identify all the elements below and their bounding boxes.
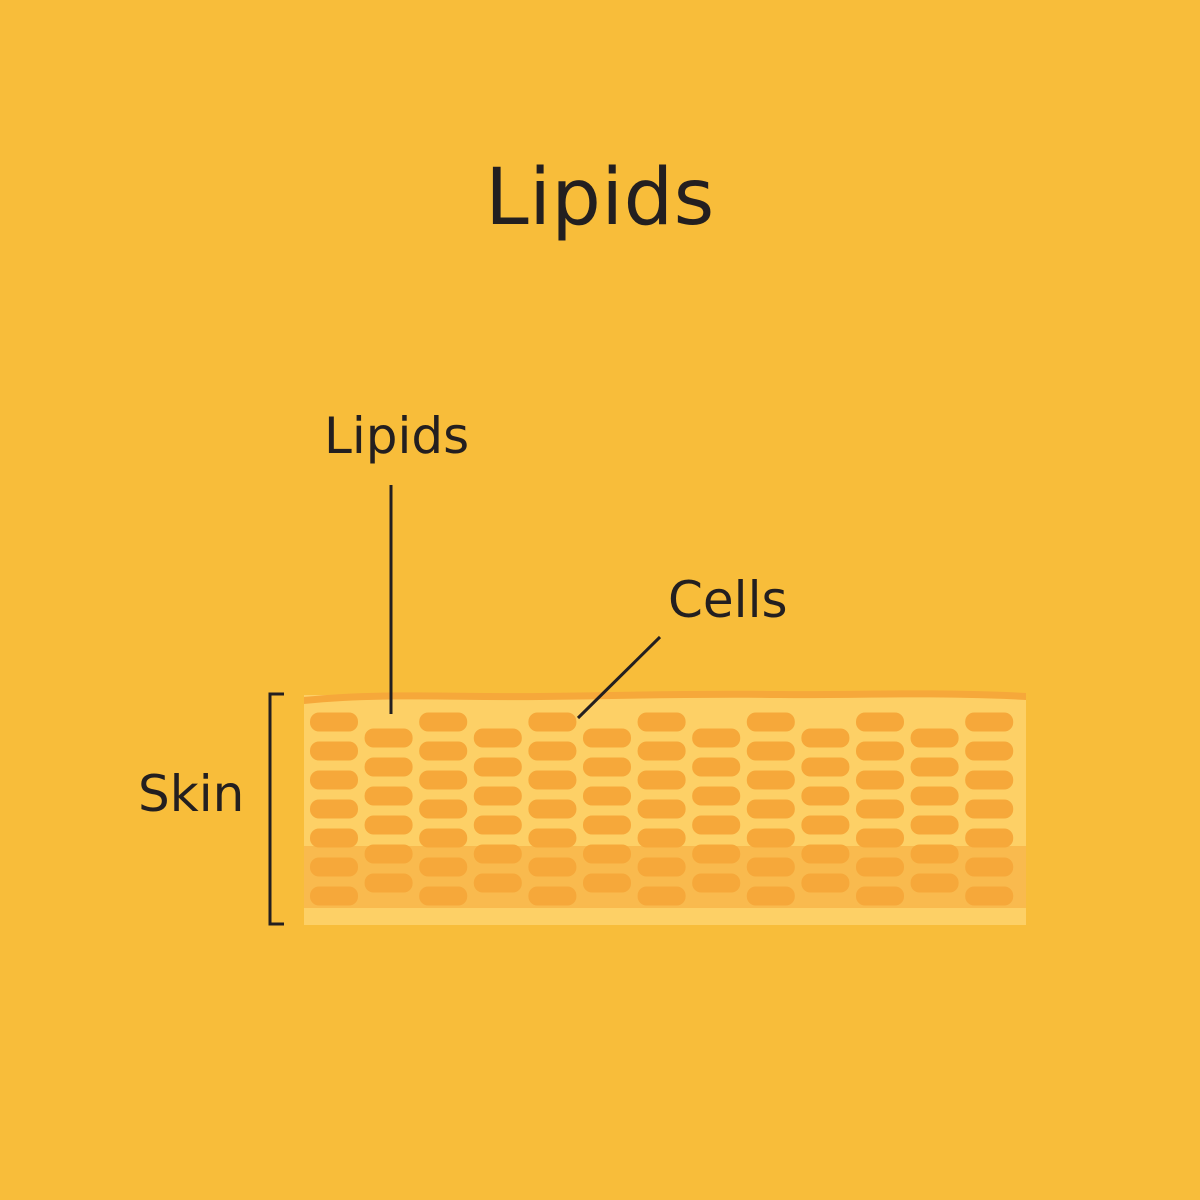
skin-surface-edge xyxy=(304,690,1026,704)
skin-cell xyxy=(965,712,1014,732)
skin-cell xyxy=(801,757,850,777)
skin-cell xyxy=(910,757,959,777)
skin-cell xyxy=(364,815,413,835)
skin-cell xyxy=(637,828,686,848)
skin-cell xyxy=(419,712,468,732)
skin-cell xyxy=(583,815,631,835)
skin-cell xyxy=(310,712,358,732)
skin-cell xyxy=(583,786,631,806)
skin-cell xyxy=(364,728,413,748)
skin-cell xyxy=(583,728,631,748)
skin-cell xyxy=(528,712,577,732)
skin-cell xyxy=(419,799,468,819)
skin-cell xyxy=(637,799,686,819)
lower-skin-layer xyxy=(304,846,1026,908)
cells-pointer-line xyxy=(576,635,662,720)
skin-cell xyxy=(473,786,522,806)
skin-cell xyxy=(856,712,904,732)
skin-cell xyxy=(910,786,959,806)
skin-cell xyxy=(637,712,686,732)
skin-cell xyxy=(910,728,959,748)
skin-cell xyxy=(746,741,795,761)
skin-cell xyxy=(965,741,1014,761)
skin-cell xyxy=(473,728,522,748)
page-title: Lipids xyxy=(485,153,715,243)
lipids-label: Lipids xyxy=(324,407,470,465)
skin-cell xyxy=(528,770,577,790)
skin-cell xyxy=(419,828,468,848)
skin-cell xyxy=(419,770,468,790)
skin-cell xyxy=(965,799,1014,819)
skin-cell xyxy=(746,712,795,732)
skin-label: Skin xyxy=(138,765,245,823)
skin-cell xyxy=(801,728,850,748)
skin-cell xyxy=(692,786,741,806)
cells-label: Cells xyxy=(668,571,788,629)
skin-cell xyxy=(910,815,959,835)
skin-cell xyxy=(746,799,795,819)
skin-cell xyxy=(856,741,904,761)
skin-cell xyxy=(310,828,358,848)
skin-cell xyxy=(692,757,741,777)
skin-cell xyxy=(856,799,904,819)
skin-cell xyxy=(473,815,522,835)
skin-bracket xyxy=(268,692,284,926)
skin-cell xyxy=(364,757,413,777)
skin-cell xyxy=(310,799,358,819)
skin-cell xyxy=(637,770,686,790)
skin-cell xyxy=(637,741,686,761)
skin-cell xyxy=(965,828,1014,848)
skin-cell xyxy=(473,757,522,777)
skin-cell xyxy=(583,757,631,777)
skin-cell xyxy=(692,815,741,835)
skin-cell xyxy=(528,741,577,761)
skin-cell xyxy=(801,815,850,835)
skin-bottom-strip xyxy=(304,908,1026,925)
skin-cell xyxy=(856,828,904,848)
skin-cell xyxy=(419,741,468,761)
skin-cell xyxy=(310,770,358,790)
skin-cell xyxy=(746,828,795,848)
skin-cell xyxy=(801,786,850,806)
skin-cell xyxy=(856,770,904,790)
skin-cell xyxy=(310,741,358,761)
skin-cell xyxy=(965,770,1014,790)
skin-cell xyxy=(528,799,577,819)
skin-cell xyxy=(692,728,741,748)
skin-cell xyxy=(528,828,577,848)
skin-cell xyxy=(746,770,795,790)
skin-cell xyxy=(364,786,413,806)
